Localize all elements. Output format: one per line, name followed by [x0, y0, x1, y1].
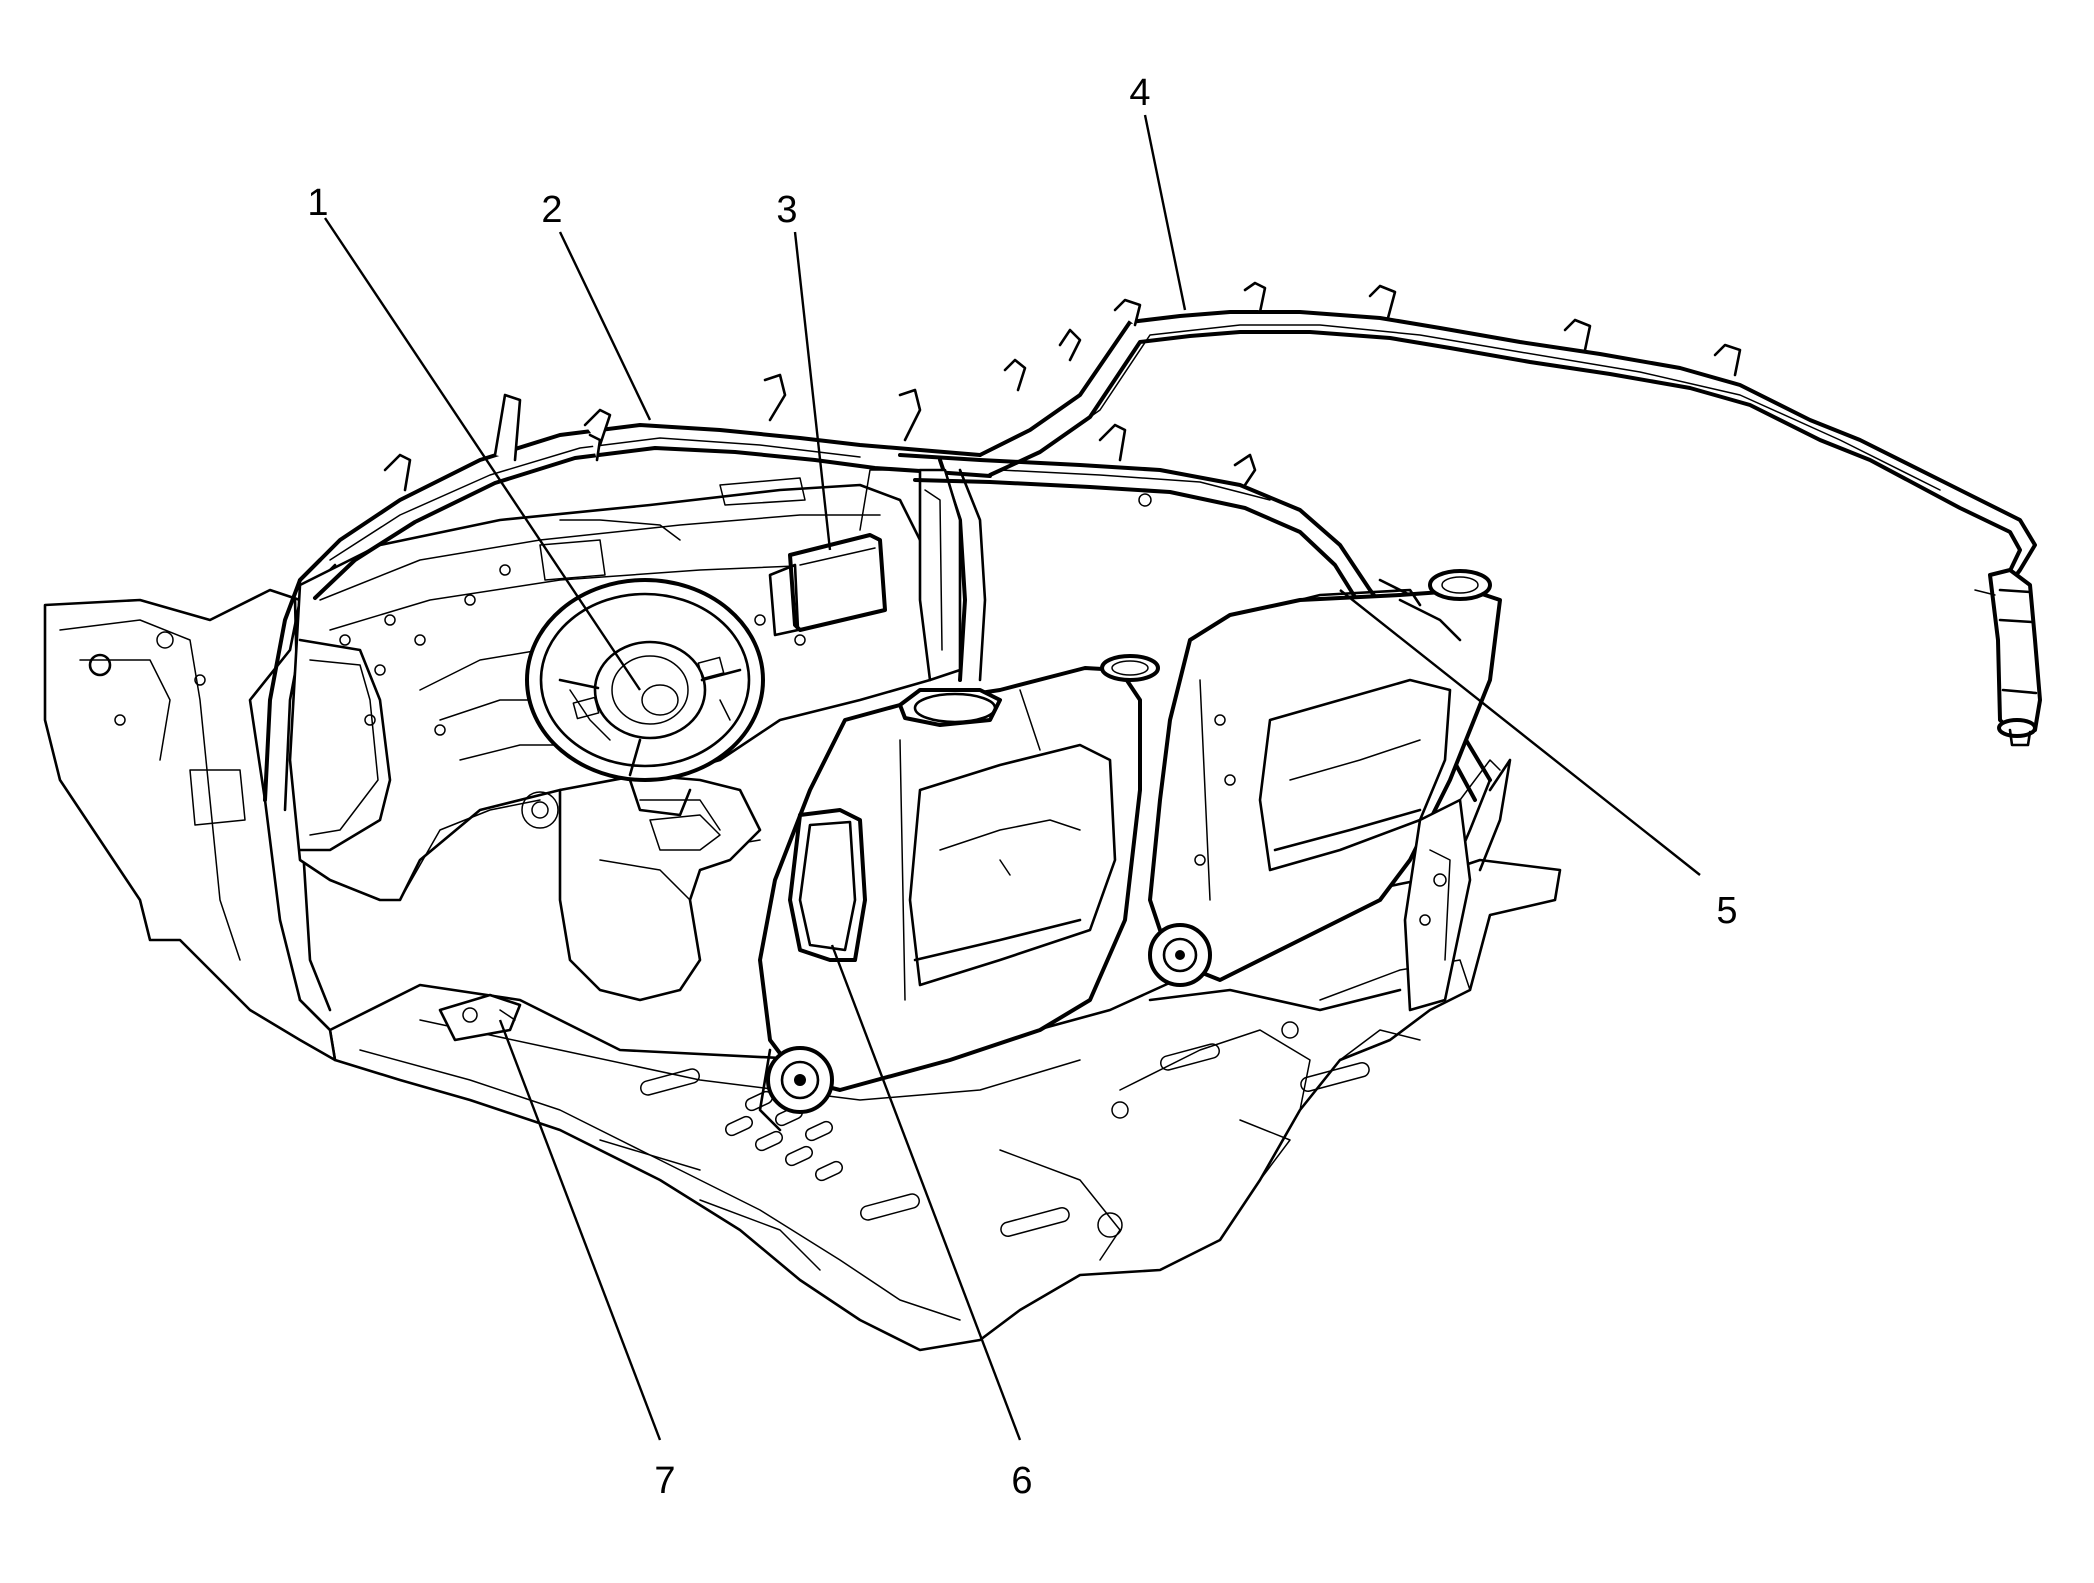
callout-6: 6 — [1011, 1460, 1032, 1502]
callout-4: 4 — [1129, 72, 1150, 114]
leader-1 — [324, 217, 641, 691]
front-seat-right — [1148, 569, 1502, 1012]
leader-7 — [498, 1019, 662, 1441]
leader-6 — [830, 944, 1022, 1441]
callout-2: 2 — [541, 189, 562, 231]
callout-1: 1 — [307, 182, 328, 224]
callout-labels: 1 2 3 4 5 6 7 — [307, 72, 1737, 1502]
roof-rail-airbag — [978, 281, 2042, 747]
callout-3: 3 — [776, 189, 797, 231]
rear-body-side — [1398, 598, 1512, 1012]
front-seat-left — [758, 654, 1160, 1132]
leader-5 — [1339, 589, 1701, 876]
callout-leaders — [324, 114, 1701, 1441]
roof-airbag-inflator — [1974, 568, 2042, 747]
b-pillar — [918, 458, 987, 682]
left-body-side — [43, 558, 337, 1062]
leader-2 — [558, 231, 652, 421]
floor-pan — [328, 858, 1562, 1352]
leader-3 — [793, 231, 832, 551]
floor-sensor — [438, 993, 522, 1042]
callout-7: 7 — [654, 1460, 675, 1502]
roof-side-rail-front — [298, 373, 992, 600]
center-console — [558, 773, 762, 1002]
seat-side-airbag — [788, 808, 867, 962]
steering-wheel — [525, 578, 765, 817]
leader-4 — [1143, 114, 1187, 311]
passenger-airbag-module — [768, 469, 901, 637]
callout-5: 5 — [1716, 890, 1737, 932]
